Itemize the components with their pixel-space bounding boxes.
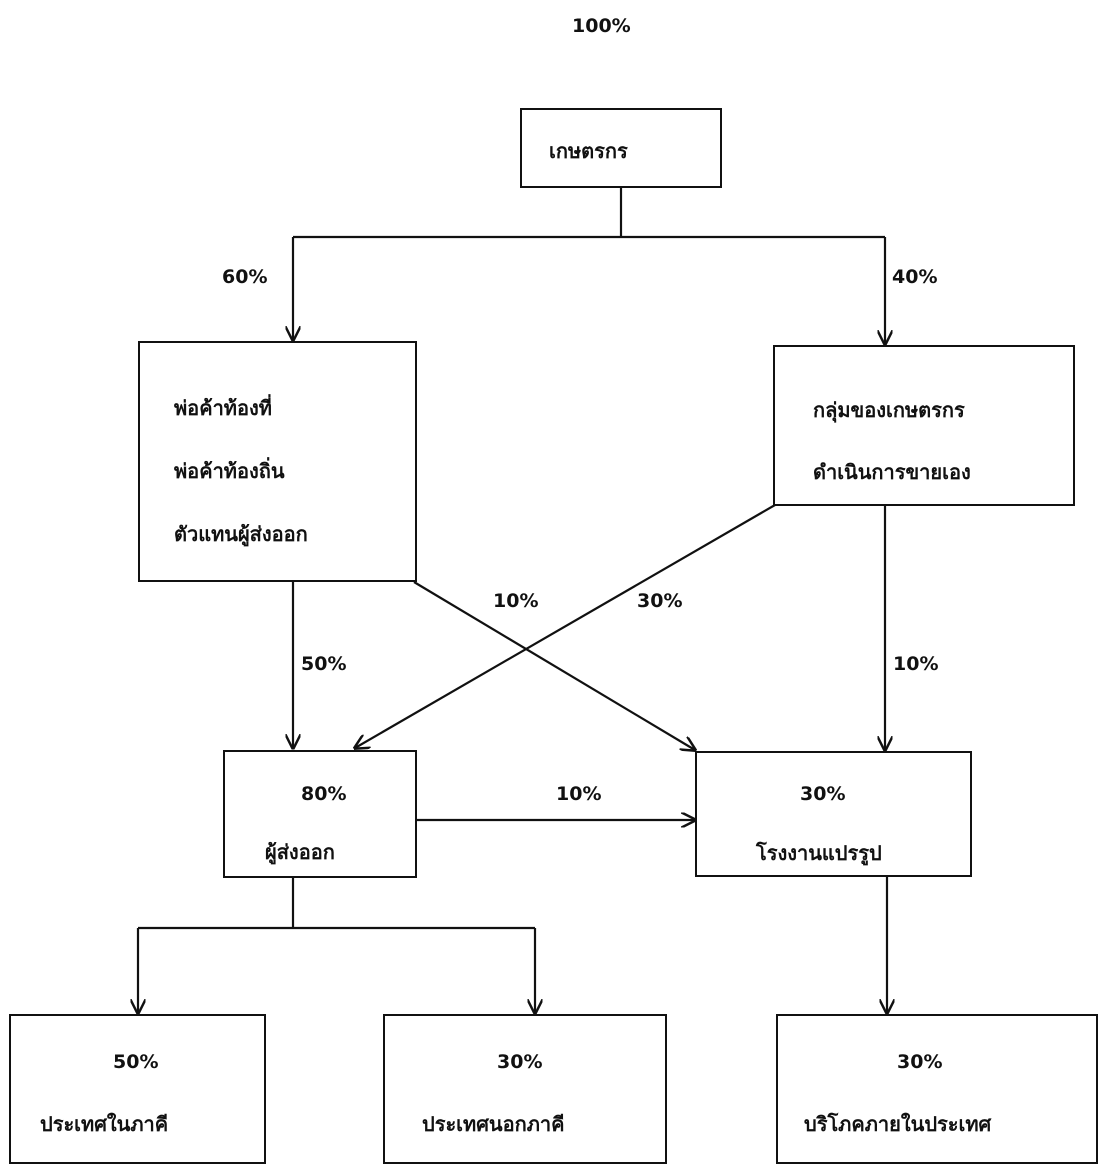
node-processing-plant xyxy=(695,751,972,877)
node-exporter-label: ผู้ส่งออก xyxy=(265,840,335,864)
node-farmer xyxy=(520,108,722,188)
flow-traders-to-plant-percent: 10% xyxy=(493,590,539,612)
node-foreign-region-percent: 30% xyxy=(497,1051,543,1073)
flow-farmer-to-traders-percent: 60% xyxy=(222,266,268,288)
node-foreign-region xyxy=(383,1014,667,1164)
flow-group-to-exporter-percent: 30% xyxy=(637,590,683,612)
node-foreign-region-label: ประเทศนอกภาคี xyxy=(422,1112,565,1136)
node-local-traders-line-1: พ่อค้าท้องที่ xyxy=(174,396,272,420)
arrow-traders-to-plant xyxy=(413,581,695,750)
node-processing-plant-percent: 30% xyxy=(800,783,846,805)
flow-traders-to-exporter-percent: 50% xyxy=(301,653,347,675)
flow-exporter-to-plant-percent: 10% xyxy=(556,783,602,805)
node-local-traders xyxy=(138,341,417,582)
node-local-traders-line-3: ตัวแทนผู้ส่งออก xyxy=(174,522,308,546)
node-domestic-region-percent: 50% xyxy=(113,1051,159,1073)
arrow-group-to-exporter xyxy=(355,504,776,748)
node-farmer-group-line-1: กลุ่มของเกษตรกร xyxy=(813,398,965,422)
node-domestic-consumption-label: บริโภคภายในประเทศ xyxy=(804,1112,992,1136)
total-percent: 100% xyxy=(572,15,631,37)
node-local-traders-line-2: พ่อค้าท้องถิ่น xyxy=(174,459,285,483)
node-exporter-percent: 80% xyxy=(301,783,347,805)
node-farmer-group xyxy=(773,345,1075,506)
flow-farmer-to-group-percent: 40% xyxy=(892,266,938,288)
flow-group-to-plant-percent: 10% xyxy=(893,653,939,675)
node-farmer-group-line-2: ดำเนินการขายเอง xyxy=(813,460,971,484)
node-domestic-consumption-percent: 30% xyxy=(897,1051,943,1073)
node-domestic-region xyxy=(9,1014,266,1164)
node-exporter xyxy=(223,750,417,878)
node-processing-plant-label: โรงงานแปรรูป xyxy=(756,841,882,865)
node-domestic-region-label: ประเทศในภาคี xyxy=(40,1112,169,1136)
node-farmer-label: เกษตรกร xyxy=(549,139,628,163)
node-domestic-consumption xyxy=(776,1014,1098,1164)
